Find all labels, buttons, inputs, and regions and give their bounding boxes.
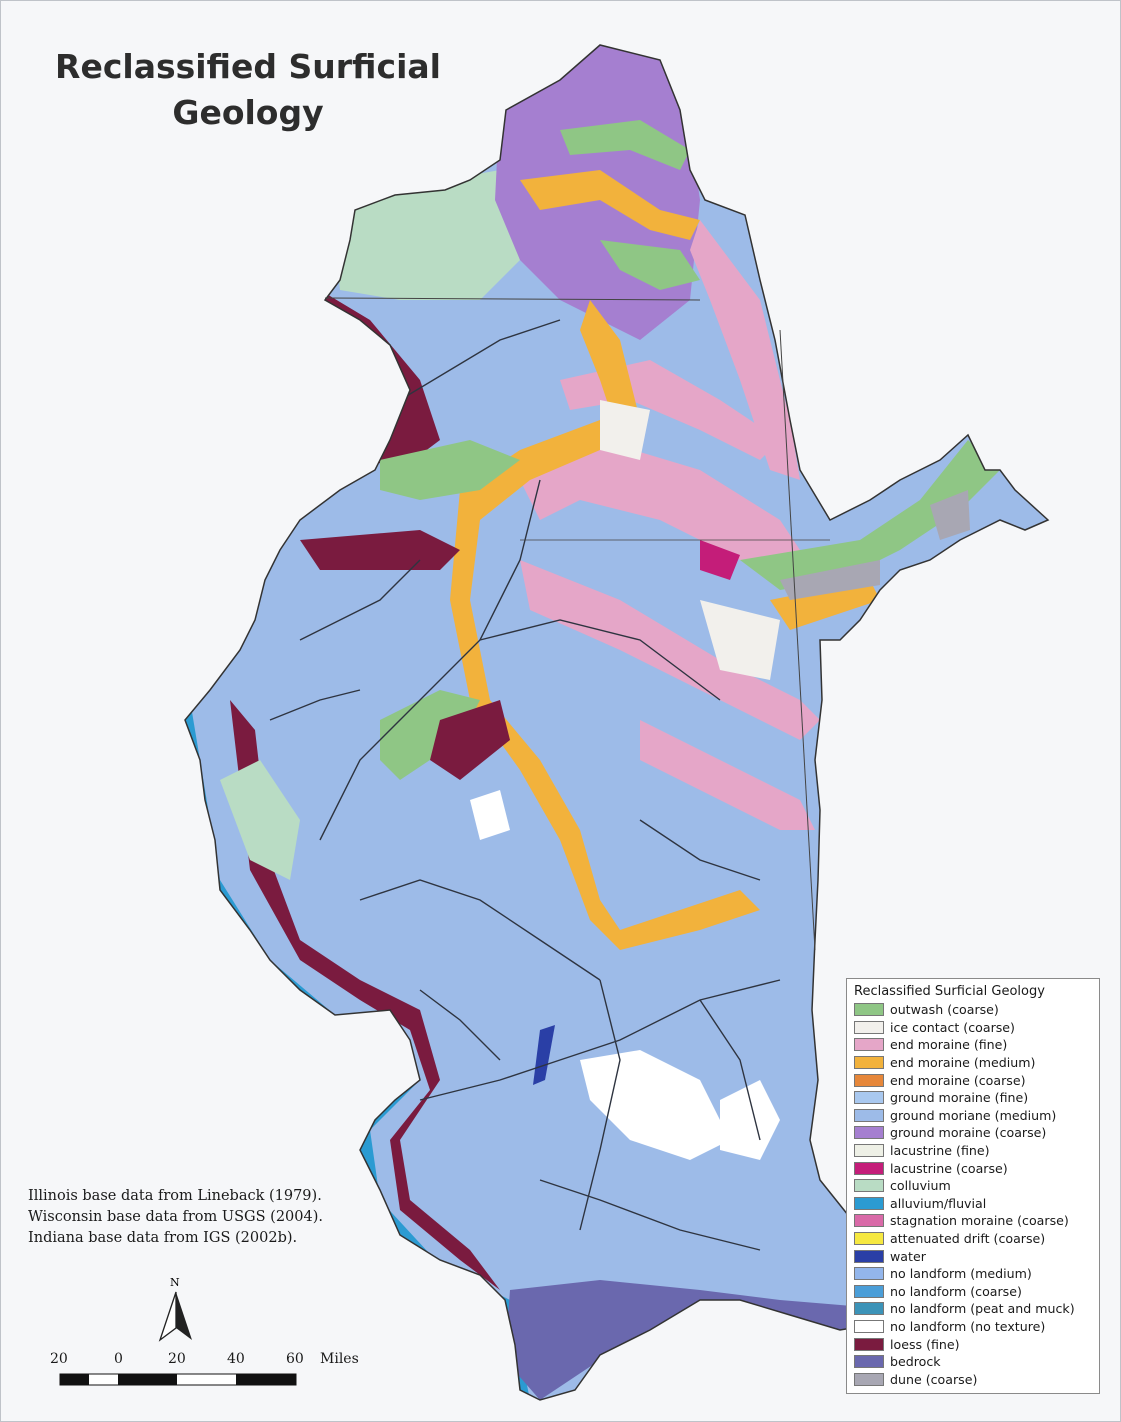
legend-label: dune (coarse) <box>890 1371 978 1387</box>
legend-swatch <box>854 1372 884 1386</box>
legend-label: stagnation moraine (coarse) <box>890 1213 1069 1229</box>
indiana-border <box>779 329 816 951</box>
legend-label: no landform (peat and muck) <box>890 1301 1075 1317</box>
credit-indiana: Indiana base data from IGS (2002b). <box>28 1230 298 1246</box>
legend-label: end moraine (coarse) <box>890 1072 1026 1088</box>
legend-item: end moraine (coarse) <box>854 1071 1093 1089</box>
legend-item: bedrock <box>854 1353 1093 1371</box>
legend-swatch <box>854 1267 884 1281</box>
legend: Reclassified Surficial Geology outwash (… <box>846 978 1100 1394</box>
legend-item: dune (coarse) <box>854 1370 1093 1388</box>
legend-label: no landform (no texture) <box>890 1318 1046 1334</box>
legend-title: Reclassified Surficial Geology <box>854 984 1045 999</box>
legend-swatch <box>854 1196 884 1210</box>
scale-label: 20 <box>168 1351 186 1367</box>
legend-label: ground moraine (fine) <box>890 1090 1029 1106</box>
legend-label: bedrock <box>890 1354 941 1370</box>
legend-swatch <box>854 1073 884 1087</box>
credit-illinois: Illinois base data from Lineback (1979). <box>28 1188 322 1204</box>
legend-swatch <box>854 1161 884 1175</box>
legend-item: end moraine (medium) <box>854 1054 1093 1072</box>
north-label: N <box>170 1276 180 1289</box>
legend-item: no landform (coarse) <box>854 1283 1093 1301</box>
legend-label: outwash (coarse) <box>890 1002 999 1018</box>
legend-item: ground moriane (medium) <box>854 1107 1093 1125</box>
legend-swatch <box>854 1232 884 1246</box>
legend-item: stagnation moraine (coarse) <box>854 1212 1093 1230</box>
map-title: Reclassified Surficial Geology <box>28 44 468 136</box>
scale-label: 60 <box>286 1351 304 1367</box>
legend-item: ground moraine (coarse) <box>854 1124 1093 1142</box>
legend-item: outwash (coarse) <box>854 1001 1093 1019</box>
legend-label: alluvium/fluvial <box>890 1195 987 1211</box>
region-outline <box>184 44 1050 1401</box>
legend-swatch <box>854 1284 884 1298</box>
legend-swatch <box>854 1249 884 1263</box>
legend-label: ground moraine (coarse) <box>890 1125 1047 1141</box>
legend-swatch <box>854 1214 884 1228</box>
legend-label: attenuated drift (coarse) <box>890 1231 1046 1247</box>
legend-item: colluvium <box>854 1177 1093 1195</box>
map-title-line-1: Reclassified Surficial <box>55 47 441 86</box>
legend-label: ice contact (coarse) <box>890 1019 1015 1035</box>
legend-swatch <box>854 1337 884 1351</box>
map-title-line-2: Geology <box>172 93 324 132</box>
legend-item: no landform (no texture) <box>854 1318 1093 1336</box>
scale-label: 0 <box>114 1351 123 1367</box>
scale-unit: Miles <box>320 1351 359 1367</box>
legend-label: no landform (coarse) <box>890 1283 1022 1299</box>
legend-item: attenuated drift (coarse) <box>854 1230 1093 1248</box>
legend-swatch <box>854 1126 884 1140</box>
legend-item: ice contact (coarse) <box>854 1019 1093 1037</box>
legend-swatch <box>854 1302 884 1316</box>
legend-swatch <box>854 1003 884 1017</box>
credit-wisconsin: Wisconsin base data from USGS (2004). <box>28 1209 323 1225</box>
legend-swatch <box>854 1091 884 1105</box>
legend-label: lacustrine (fine) <box>890 1143 990 1159</box>
legend-swatch <box>854 1179 884 1193</box>
legend-items: outwash (coarse)ice contact (coarse) end … <box>854 1001 1093 1388</box>
legend-label: ground moriane (medium) <box>890 1107 1057 1123</box>
legend-swatch <box>854 1144 884 1158</box>
legend-label: loess (fine) <box>890 1336 960 1352</box>
legend-item: lacustrine (coarse) <box>854 1159 1093 1177</box>
legend-label: no landform (medium) <box>890 1266 1032 1282</box>
legend-swatch <box>854 1319 884 1333</box>
legend-item: ground moraine (fine) <box>854 1089 1093 1107</box>
legend-item: loess (fine) <box>854 1335 1093 1353</box>
wisconsin-border <box>324 297 701 301</box>
legend-label: end moraine (fine) <box>890 1037 1008 1053</box>
legend-item: no landform (medium) <box>854 1265 1093 1283</box>
legend-item: lacustrine (fine) <box>854 1142 1093 1160</box>
legend-label: colluvium <box>890 1178 951 1194</box>
legend-swatch <box>854 1038 884 1052</box>
legend-label: lacustrine (coarse) <box>890 1160 1008 1176</box>
legend-swatch <box>854 1355 884 1369</box>
drainage-lines <box>269 319 781 1251</box>
legend-item: end moraine (fine) <box>854 1036 1093 1054</box>
legend-swatch <box>854 1108 884 1122</box>
scale-bar <box>59 1373 297 1386</box>
legend-item: no landform (peat and muck) <box>854 1300 1093 1318</box>
scale-label: 40 <box>227 1351 245 1367</box>
legend-item: water <box>854 1247 1093 1265</box>
legend-item: alluvium/fluvial <box>854 1195 1093 1213</box>
legend-label: water <box>890 1248 926 1264</box>
legend-swatch <box>854 1056 884 1070</box>
legend-label: end moraine (medium) <box>890 1055 1036 1071</box>
legend-swatch <box>854 1020 884 1034</box>
north-arrow-icon <box>158 1291 192 1342</box>
scale-label: 20 <box>50 1351 68 1367</box>
data-credits: Illinois base data from Lineback (1979).… <box>28 1186 323 1249</box>
